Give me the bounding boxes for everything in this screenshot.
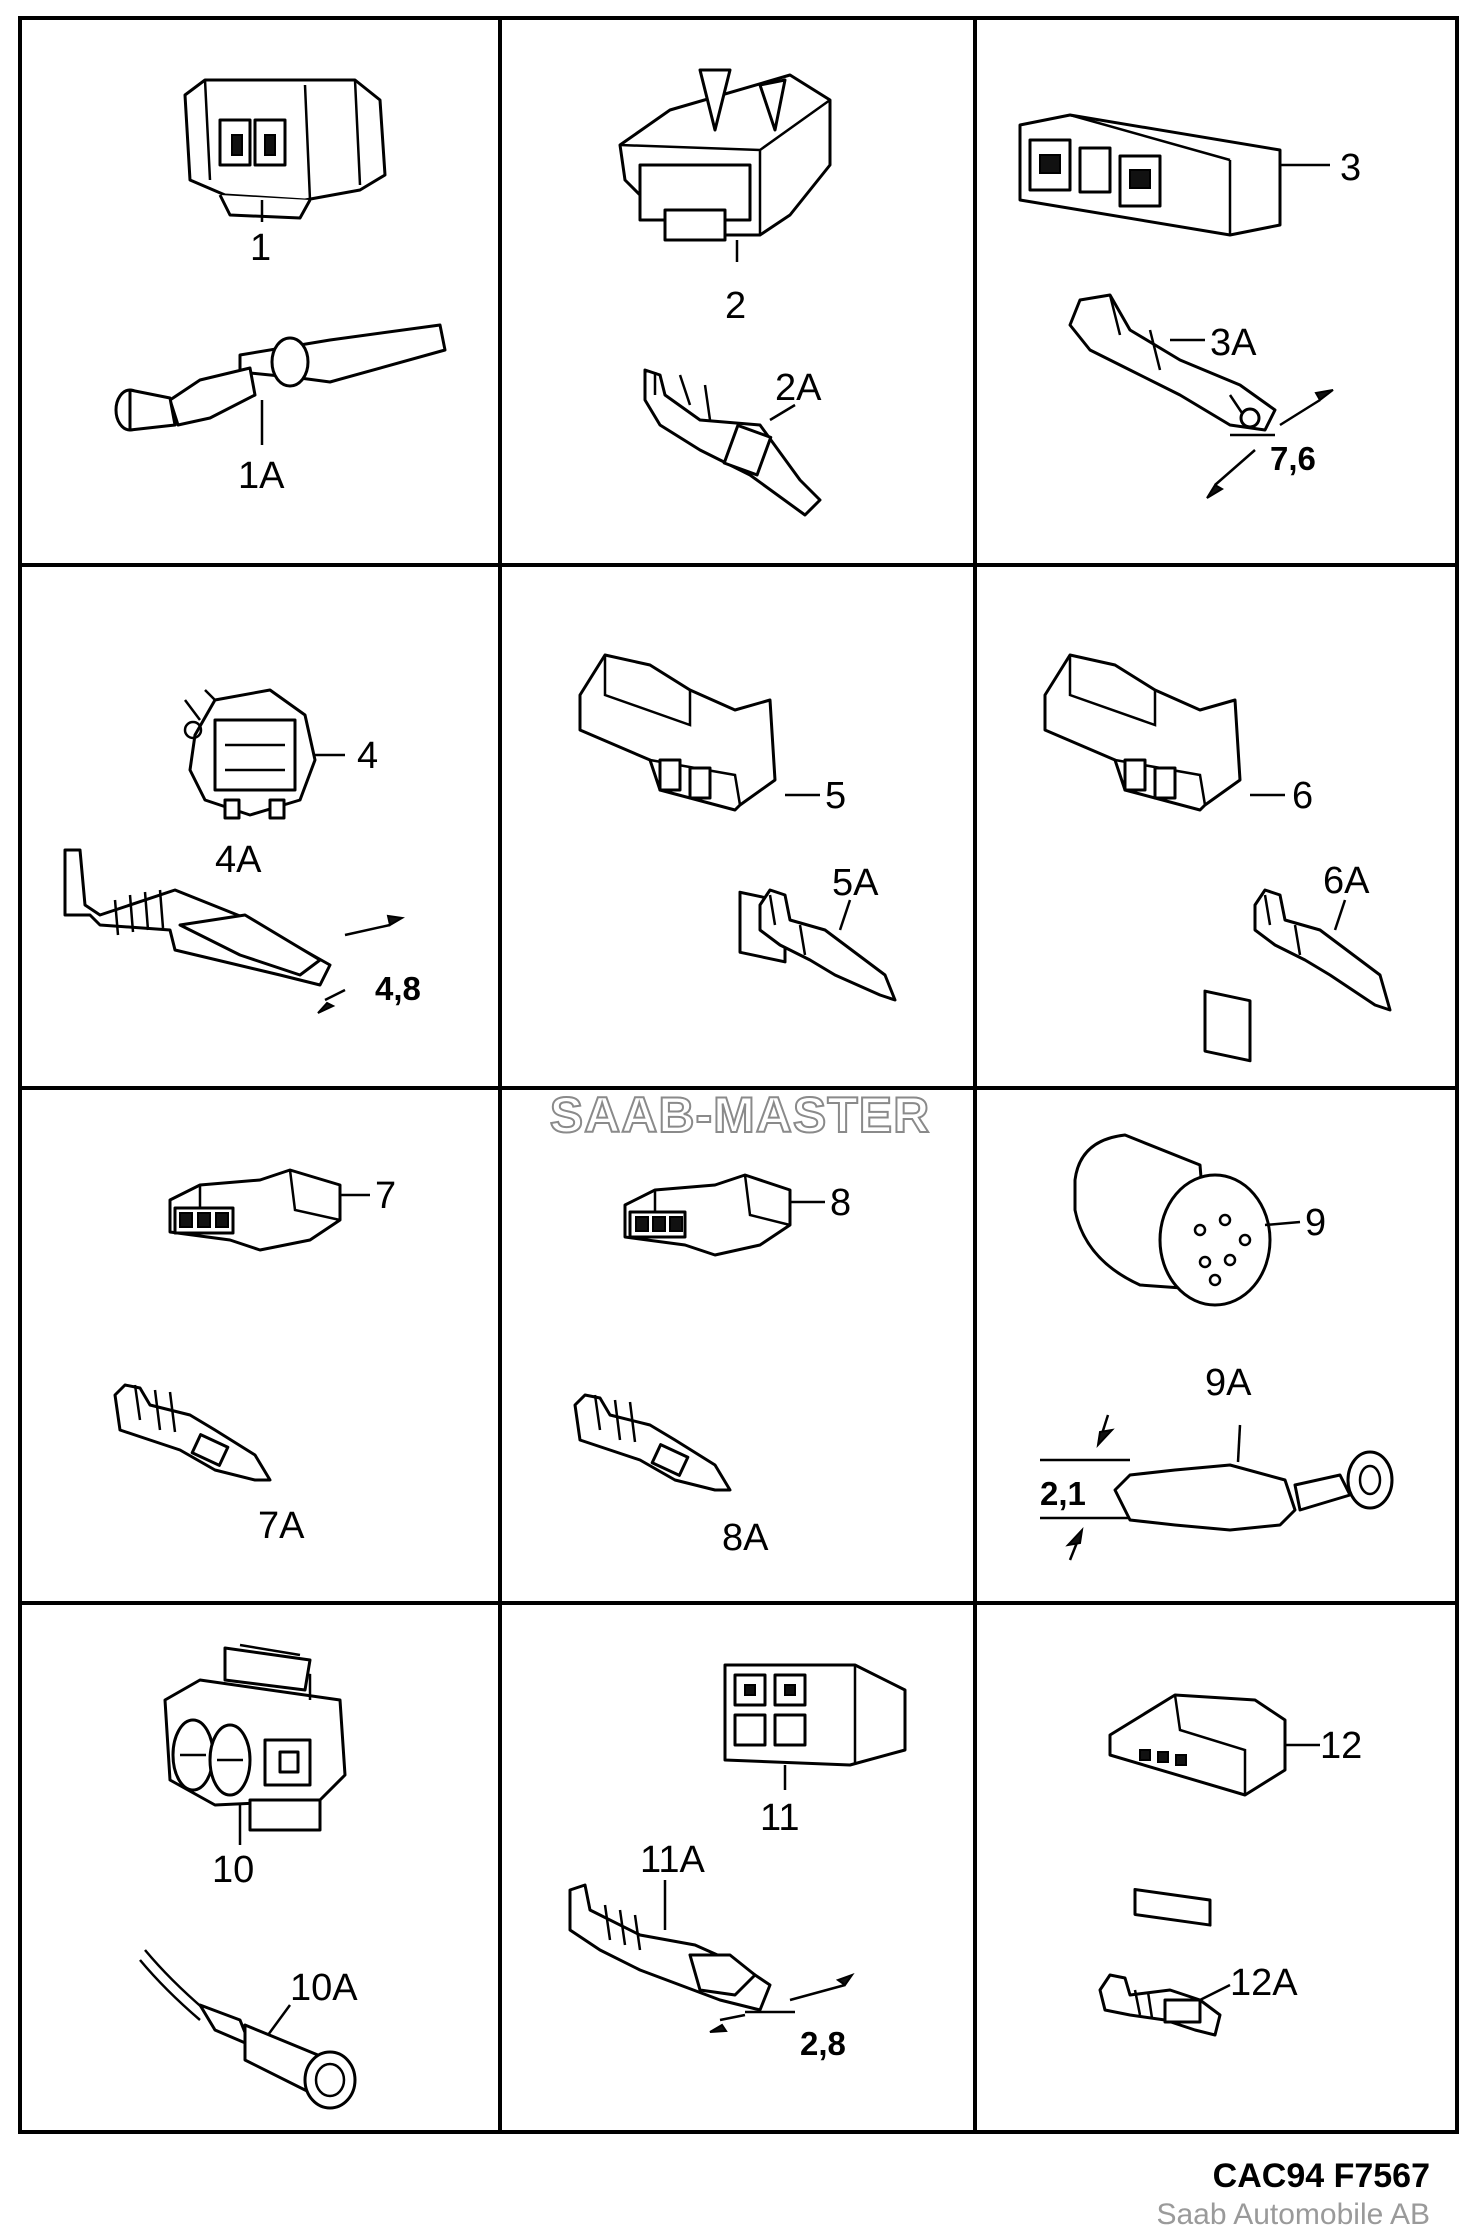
terminal-12A-drawing xyxy=(1098,1973,1231,2037)
terminal-11A-drawing xyxy=(568,1880,855,2033)
copyright-notice: Saab Automobile AB xyxy=(1156,2198,1430,2231)
label-9: 9 xyxy=(1305,1202,1326,1244)
label-3A: 3A xyxy=(1210,322,1257,364)
terminal-6A-drawing xyxy=(1253,888,1392,1012)
label-10: 10 xyxy=(212,1849,254,1891)
cell-2: 2 2A xyxy=(618,68,832,517)
watermark: SAAB-MASTER xyxy=(549,1086,931,1144)
label-9A: 9A xyxy=(1205,1362,1252,1404)
cell-10: 10 10A xyxy=(139,1643,358,2110)
label-4A: 4A xyxy=(215,839,262,881)
label-11: 11 xyxy=(760,1797,799,1839)
connector-4-drawing xyxy=(183,688,345,820)
connector-6-drawing xyxy=(1043,653,1285,1063)
label-2A: 2A xyxy=(775,367,822,409)
label-12: 12 xyxy=(1320,1725,1362,1767)
label-7: 7 xyxy=(375,1175,396,1217)
connector-10-drawing xyxy=(163,1643,347,1845)
cell-11: 11 11A 2,8 xyxy=(568,1663,907,2062)
terminal-1A-drawing xyxy=(114,323,447,445)
label-8: 8 xyxy=(830,1182,851,1224)
connector-7-drawing xyxy=(168,1168,370,1252)
label-3: 3 xyxy=(1340,147,1361,189)
label-2: 2 xyxy=(725,285,746,327)
cell-8: 8 8A xyxy=(573,1173,851,1559)
label-6: 6 xyxy=(1292,775,1313,817)
label-1A: 1A xyxy=(238,455,285,497)
label-10A: 10A xyxy=(290,1967,358,2009)
dimension-2-8: 2,8 xyxy=(800,2025,846,2062)
cell-7: 7 7A xyxy=(113,1168,396,1547)
label-5: 5 xyxy=(825,775,846,817)
dimension-2-1: 2,1 xyxy=(1040,1475,1086,1512)
label-5A: 5A xyxy=(832,862,879,904)
label-6A: 6A xyxy=(1323,860,1370,902)
connector-12-drawing xyxy=(1108,1693,1320,1927)
dimension-4-8: 4,8 xyxy=(375,970,421,1007)
cell-12: 12 12A xyxy=(1098,1693,1362,2037)
cell-grid xyxy=(18,16,1459,2134)
label-8A: 8A xyxy=(722,1517,769,1559)
label-7A: 7A xyxy=(258,1505,305,1547)
terminal-8A-drawing xyxy=(573,1393,732,1492)
terminal-7A-drawing xyxy=(113,1383,272,1482)
terminal-3A-drawing xyxy=(1068,293,1334,499)
cell-3: 3 3A 7,6 xyxy=(1018,113,1361,499)
terminal-2A-drawing xyxy=(643,368,822,517)
connector-2-drawing xyxy=(618,68,832,262)
label-11A: 11A xyxy=(640,1839,705,1881)
label-12A: 12A xyxy=(1230,1962,1298,2004)
terminal-9A-drawing xyxy=(1040,1414,1394,1561)
dimension-7-6: 7,6 xyxy=(1270,440,1316,477)
cell-4: 4 4A 4,8 xyxy=(63,688,421,1014)
figure-code: CAC94 F7567 xyxy=(1212,2157,1430,2195)
connector-11-drawing xyxy=(723,1663,907,1790)
label-4: 4 xyxy=(357,735,378,777)
label-1: 1 xyxy=(250,227,271,269)
cell-9: 9 9A 2,1 xyxy=(1040,1133,1394,1561)
connector-1-drawing xyxy=(183,78,387,222)
terminal-4A-drawing xyxy=(63,848,405,1014)
cell-6: 6 6A xyxy=(1043,653,1392,1063)
cell-1: 1 1A xyxy=(114,78,447,497)
connector-9-drawing xyxy=(1073,1133,1301,1307)
connector-3-drawing xyxy=(1018,113,1330,237)
cell-5: 5 5A xyxy=(578,653,897,1002)
terminal-5A-drawing xyxy=(758,888,897,1002)
terminal-10A-drawing xyxy=(139,1949,357,2110)
connector-8-drawing xyxy=(623,1173,825,1257)
